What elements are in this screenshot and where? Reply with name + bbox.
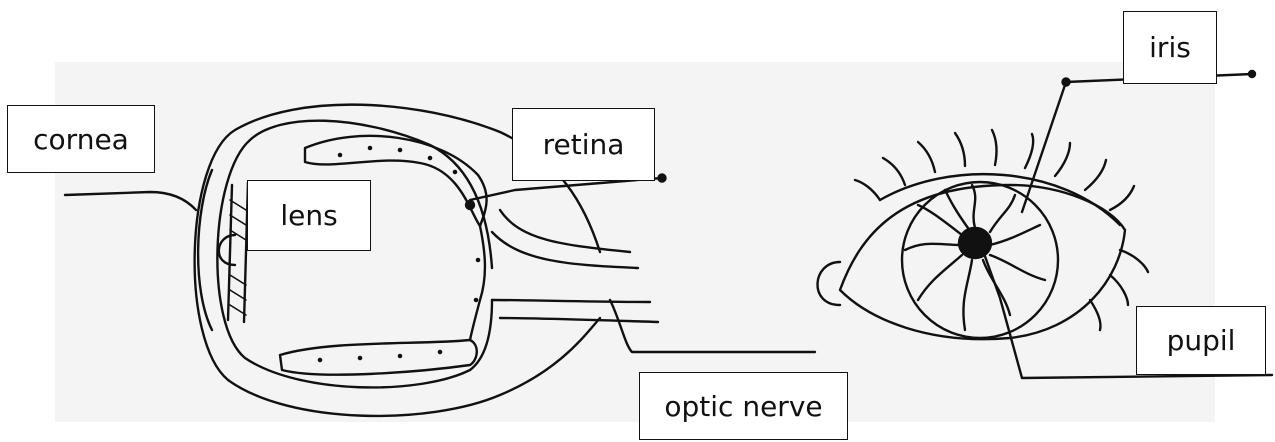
label-lens: lens <box>247 180 371 251</box>
label-retina: retina <box>512 108 655 181</box>
pupil-shape <box>959 228 991 258</box>
label-optic-nerve-text: optic nerve <box>664 390 822 423</box>
label-lens-text: lens <box>280 199 337 232</box>
label-cornea-text: cornea <box>33 123 129 156</box>
label-pupil: pupil <box>1136 306 1266 375</box>
label-pupil-text: pupil <box>1167 324 1236 357</box>
label-iris: iris <box>1123 11 1217 84</box>
leader-iris-dot <box>1063 79 1070 86</box>
leader-iris-end <box>1249 71 1255 77</box>
leader-retina-dot <box>659 175 666 182</box>
label-retina-text: retina <box>543 128 625 161</box>
label-cornea: cornea <box>7 105 155 173</box>
label-iris-text: iris <box>1149 31 1191 64</box>
label-optic-nerve: optic nerve <box>639 372 848 440</box>
